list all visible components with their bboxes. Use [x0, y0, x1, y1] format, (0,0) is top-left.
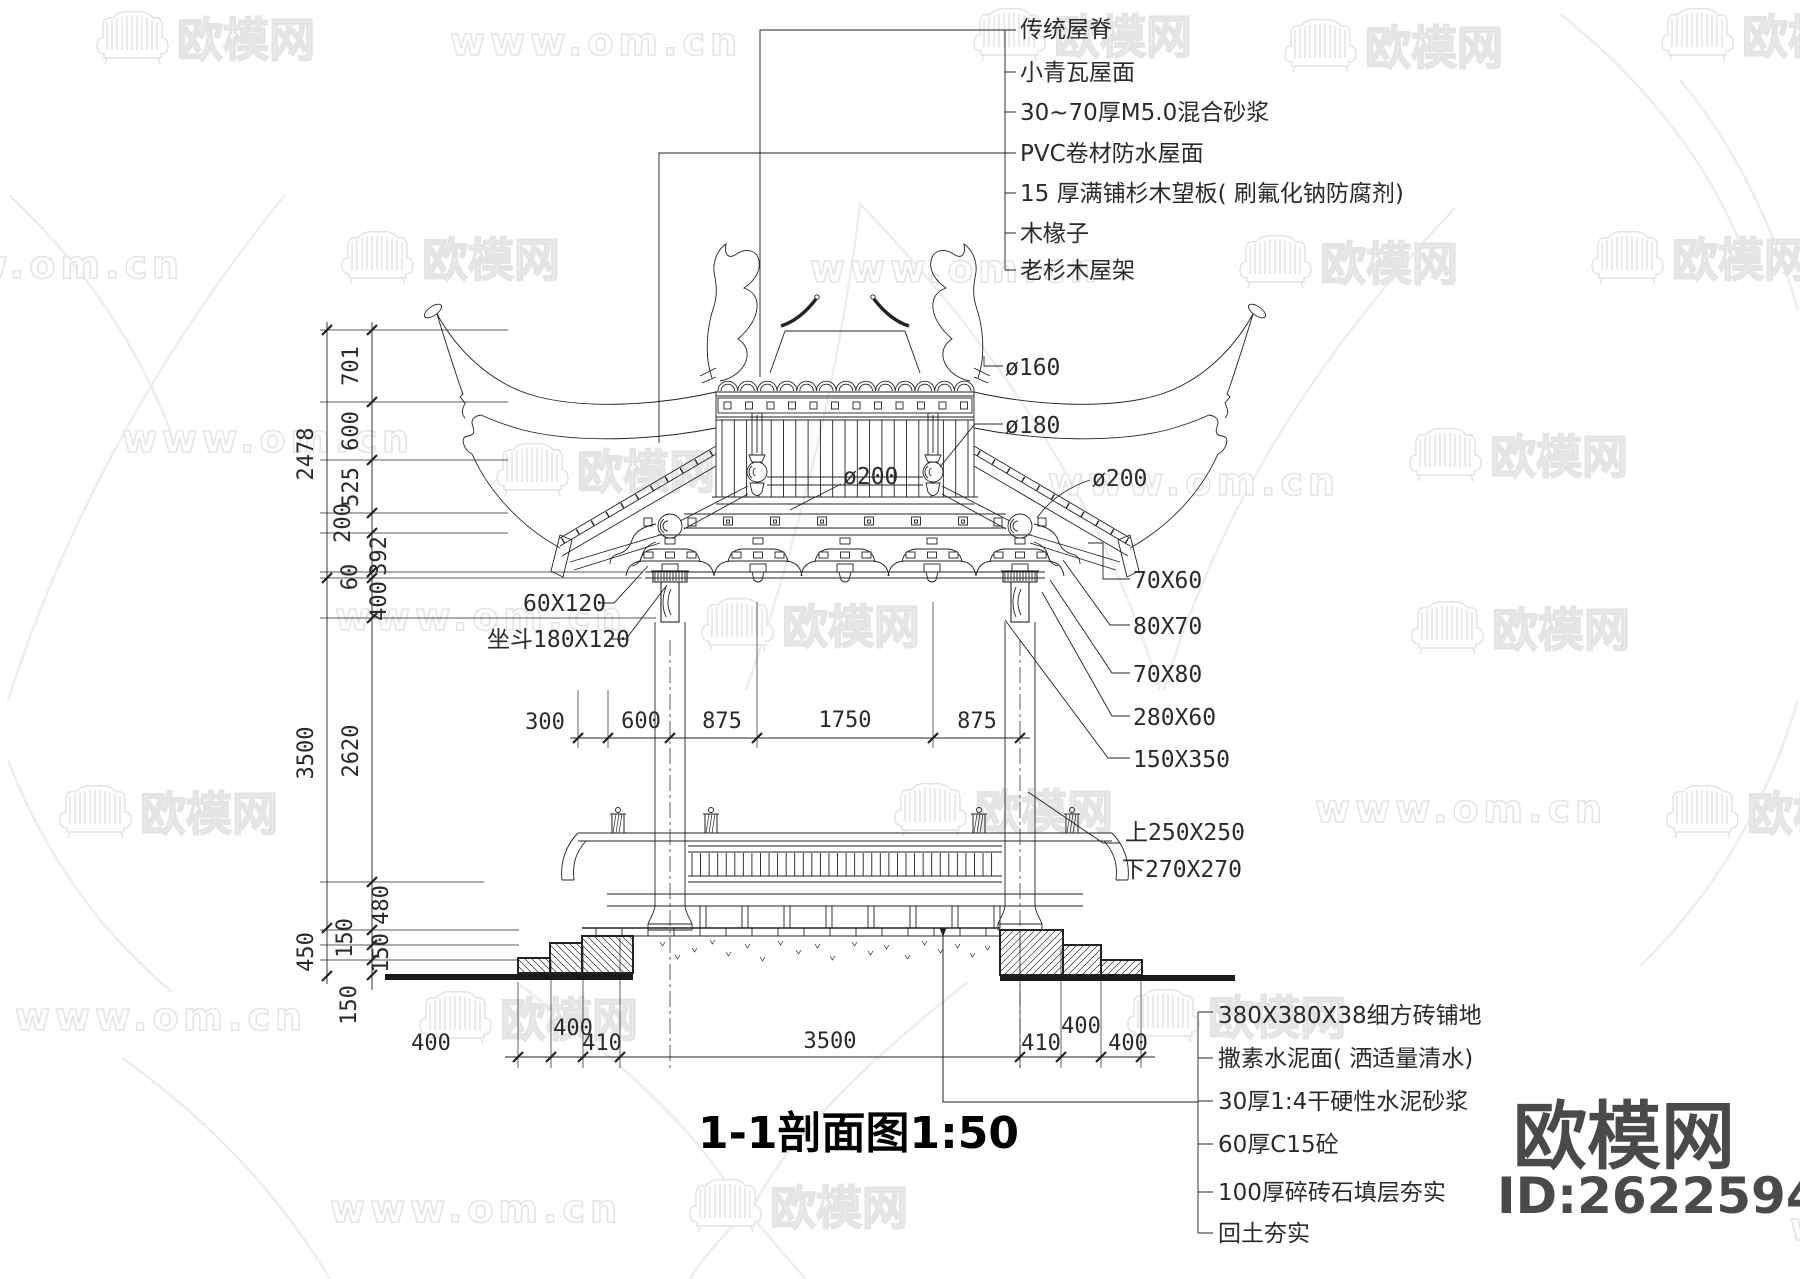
dim-410a: 410 [582, 1031, 622, 1056]
eave-bracket-right [1033, 523, 1081, 567]
dim-525: 525 [339, 467, 364, 507]
upper-purlin-band [767, 476, 923, 486]
dim-200: 200 [331, 503, 356, 543]
callout-truss: 老杉木屋架 [1020, 258, 1135, 284]
eave-beam [658, 513, 1032, 536]
label-d200-center: ø200 [843, 464, 898, 490]
label-80x70: 80X70 [1133, 614, 1202, 640]
site-logo: 欧模网 [1513, 1094, 1735, 1180]
label-70x80: 70X80 [1133, 662, 1202, 688]
dim-400c: 400 [1061, 1014, 1101, 1039]
dim-875b: 875 [957, 709, 997, 734]
lintel-beam [645, 571, 1045, 579]
svg-text:www.om.cn: www.om.cn [0, 243, 184, 287]
dim-600v: 600 [339, 411, 364, 451]
dim-400b: 400 [553, 1016, 593, 1041]
dim-400d: 400 [1108, 1031, 1148, 1056]
label-280x60: 280X60 [1133, 705, 1216, 731]
svg-text:www.om.cn: www.om.cn [122, 417, 414, 461]
dim-60: 60 [338, 564, 363, 591]
dim-701: 701 [339, 346, 364, 386]
label-70x60: 70X60 [1133, 568, 1202, 594]
railing [561, 832, 1129, 907]
dim-300: 300 [525, 710, 565, 735]
ridge-ornament [706, 243, 984, 382]
label-zuodou: 坐斗180X120 [487, 627, 630, 653]
dim-400v: 400 [367, 581, 392, 621]
label-d160: ø160 [1005, 355, 1060, 381]
callout-mortar: 30~70厚M5.0混合砂浆 [1020, 100, 1269, 126]
label-60x120: 60X120 [523, 591, 606, 617]
callout-soil: 回土夯实 [1218, 1221, 1310, 1247]
eave-board-right [1029, 534, 1121, 571]
dim-450: 450 [294, 932, 319, 972]
dim-410b: 410 [1021, 1031, 1061, 1056]
svg-text:www.om.cn: www.om.cn [335, 595, 627, 639]
pavilion-structure [423, 29, 1267, 1234]
callout-ridge: 传统屋脊 [1020, 17, 1112, 43]
dim-3500v: 3500 [294, 727, 319, 780]
fascia-left [550, 534, 573, 578]
svg-text:www.om.cn: www.om.cn [450, 20, 742, 64]
callout-c15: 60厚C15砼 [1218, 1132, 1339, 1158]
callout-drymix: 30厚1:4干硬性水泥砂浆 [1218, 1089, 1468, 1115]
callout-rafter: 木椽子 [1020, 221, 1089, 247]
fascia-right [1117, 534, 1140, 578]
svg-text:www.om.cn: www.om.cn [1315, 787, 1607, 831]
pavilion-section-linework [320, 322, 1235, 1070]
callout-brick: 380X380X38细方砖铺地 [1218, 1003, 1482, 1029]
labels: 传统屋脊 小青瓦屋面 30~70厚M5.0混合砂浆 PVC卷材防水屋面 15 厚… [294, 17, 1800, 1247]
annotation-leaders [598, 356, 1130, 844]
callout-rubble: 100厚碎砖石填层夯实 [1218, 1180, 1446, 1206]
dim-3500: 3500 [804, 1029, 857, 1054]
dim-392: 392 [367, 536, 392, 576]
dim-1750: 1750 [819, 708, 872, 733]
eave-board-left [569, 534, 661, 571]
bottom-callout-bracket [1197, 1011, 1213, 1234]
eave-bracket-left [609, 523, 657, 567]
callout-cement: 撒素水泥面( 洒适量清水) [1218, 1046, 1473, 1072]
svg-text:www.om.cn: www.om.cn [1790, 1205, 1800, 1249]
dim-2620: 2620 [339, 725, 364, 778]
callout-tile: 小青瓦屋面 [1020, 60, 1135, 86]
drawing-title: 1-1剖面图1:50 [698, 1108, 1019, 1159]
top-callout-bracket [658, 29, 1016, 443]
dim-150c: 150 [337, 985, 362, 1025]
dim-875a: 875 [702, 709, 742, 734]
label-column-top: 上250X250 [1125, 820, 1245, 846]
svg-text:www.om.cn: www.om.cn [330, 1187, 622, 1231]
rafter-link-left [679, 485, 749, 530]
svg-text:www.om.cn: www.om.cn [15, 995, 307, 1039]
floor-leader [939, 928, 1198, 1103]
callout-board: 15 厚满铺杉木望板( 刷氟化钠防腐剂) [1020, 181, 1404, 207]
label-d180: ø180 [1005, 413, 1060, 439]
dim-2478: 2478 [294, 428, 319, 481]
label-d200-right: ø200 [1092, 466, 1147, 492]
rafter-link-right [941, 485, 1011, 530]
dim-150b: 150 [369, 933, 394, 973]
label-150x350: 150X350 [1133, 747, 1230, 773]
dim-600: 600 [621, 709, 661, 734]
site-id: ID:2622594 [1497, 1167, 1800, 1225]
dim-150a: 150 [333, 918, 358, 958]
dim-400a: 400 [411, 1031, 451, 1056]
dim-480: 480 [369, 885, 394, 925]
watermark-layer: www.om.cn www.om.cn www.om.cn www.om.cn … [0, 9, 1800, 1279]
ridge-box [699, 367, 991, 505]
callout-pvc: PVC卷材防水屋面 [1020, 141, 1204, 167]
roof-left-wing [423, 303, 717, 549]
label-column-bottom: 下270X270 [1122, 857, 1242, 883]
roof-right-wing [973, 303, 1267, 549]
